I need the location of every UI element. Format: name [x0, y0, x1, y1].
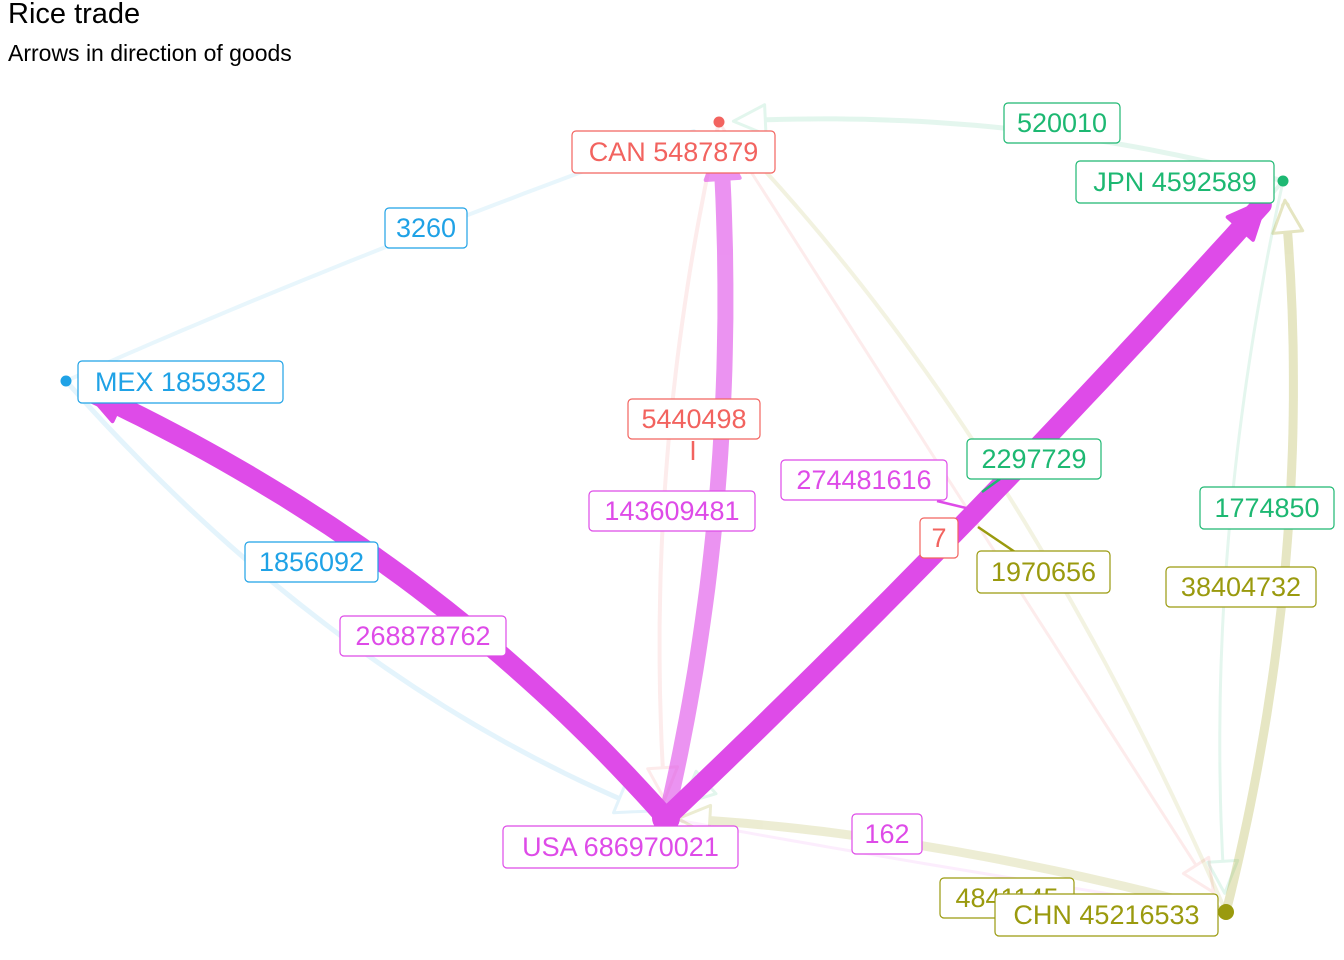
- edge-label-usa-mex: 268878762: [339, 615, 507, 657]
- edge-line: [1218, 179, 1285, 889]
- node-label-usa: USA 686970021: [502, 825, 739, 869]
- edge-label-jpn-usa: 2297729: [966, 438, 1102, 480]
- arrowhead: [1225, 198, 1268, 242]
- edge-label-usa-chn-box: [851, 813, 923, 855]
- node-dot-can: [713, 116, 725, 128]
- edge-label-chn-jpn: 38404732: [1165, 566, 1317, 608]
- edge-chn-jpn: [1221, 198, 1305, 917]
- node-dot-jpn: [1277, 175, 1289, 187]
- edge-label-can-chn-text: 7: [931, 523, 946, 553]
- edge-label-can-usa-box: [627, 398, 761, 440]
- edge-label-usa-mex-box: [339, 615, 507, 657]
- edge-label-mex-usa-box: [244, 541, 379, 583]
- edge-line: [1221, 201, 1298, 917]
- edge-usa-mex: [80, 382, 676, 828]
- edge-label-usa-chn: 162: [851, 813, 923, 855]
- chart-subtitle: Arrows in direction of goods: [8, 40, 292, 66]
- node-dot-usa: [652, 804, 680, 832]
- arrowhead: [1206, 858, 1240, 895]
- edge-label-jpn-usa-box: [966, 438, 1102, 480]
- node-label-can-box: [571, 130, 776, 174]
- node-label-chn-box: [994, 893, 1219, 937]
- edge-label-can-chn: 7: [919, 517, 959, 559]
- node-label-can-text: CAN 5487879: [589, 137, 759, 167]
- edge-label-jpn-chn-text: 1774850: [1214, 493, 1319, 523]
- node-dot-mex: [60, 375, 72, 387]
- node-label-usa-text: USA 686970021: [522, 832, 719, 862]
- edge-label-chn-jpn-box: [1165, 566, 1317, 608]
- edge-label-mex-can-text: 3260: [396, 213, 456, 243]
- edge-line: [679, 814, 1231, 917]
- edge-label-usa-can-text: 143609481: [604, 496, 739, 526]
- edge-line: [658, 139, 734, 826]
- node-label-mex-text: MEX 1859352: [95, 367, 266, 397]
- edge-label-usa-jpn-box: [780, 459, 948, 501]
- edge-label-usa-jpn-text: 274481616: [796, 465, 931, 495]
- edge-label-mex-can-box: [384, 207, 468, 249]
- edge-label-usa-can: 143609481: [588, 490, 756, 532]
- node-label-mex: MEX 1859352: [77, 360, 284, 404]
- edge-label-can-usa-text: 5440498: [641, 404, 746, 434]
- edge-mex-usa: [63, 378, 651, 815]
- edge-label-mex-usa: 1856092: [244, 541, 379, 583]
- edge-usa-can: [658, 139, 742, 826]
- arrowhead: [1181, 855, 1215, 894]
- edge-line: [656, 194, 1272, 828]
- node-label-usa-box: [502, 825, 739, 869]
- edge-line: [63, 378, 646, 812]
- edge-line: [657, 120, 721, 796]
- edge-label-usa-mex-text: 268878762: [355, 621, 490, 651]
- edge-label-mex-can: 3260: [384, 207, 468, 249]
- edge-label-chn-can-text: 1970656: [991, 557, 1096, 587]
- arrowhead: [1271, 198, 1305, 235]
- edge-label-chn-can-box: [976, 550, 1111, 594]
- edge-label-chn-jpn-text: 38404732: [1181, 572, 1301, 602]
- node-label-chn: CHN 45216533: [994, 893, 1219, 937]
- edge-label-jpn-can-box: [1003, 102, 1121, 144]
- edge-label-jpn-chn-box: [1199, 486, 1335, 530]
- node-label-mex-box: [77, 360, 284, 404]
- edge-label-jpn-can: 520010: [1003, 102, 1121, 144]
- edge-can-chn: [717, 120, 1215, 894]
- node-dot-chn: [1218, 904, 1234, 920]
- label-leader: [936, 499, 967, 510]
- label-leader: [977, 525, 1016, 554]
- node-label-chn-text: CHN 45216533: [1013, 900, 1199, 930]
- node-label-jpn: JPN 4592589: [1075, 160, 1275, 204]
- edge-usa-jpn: [656, 194, 1272, 828]
- edge-label-can-chn-box: [919, 517, 959, 559]
- node-label-can: CAN 5487879: [571, 130, 776, 174]
- edge-label-chn-can: 1970656: [976, 550, 1111, 594]
- node-label-jpn-box: [1075, 160, 1275, 204]
- chart-title: Rice trade: [8, 0, 141, 30]
- edge-label-usa-jpn: 274481616: [780, 459, 948, 501]
- label-leader: [981, 477, 1001, 494]
- edge-line: [80, 382, 676, 828]
- edge-label-jpn-chn: 1774850: [1199, 486, 1335, 530]
- edge-label-usa-chn-text: 162: [864, 819, 909, 849]
- edge-label-usa-can-box: [588, 490, 756, 532]
- edge-jpn-chn: [1206, 179, 1285, 895]
- edge-label-jpn-can-text: 520010: [1017, 108, 1107, 138]
- arrowhead: [731, 103, 768, 137]
- edge-label-mex-usa-text: 1856092: [259, 547, 364, 577]
- edge-label-jpn-usa-text: 2297729: [981, 444, 1086, 474]
- edge-line: [717, 120, 1212, 889]
- node-label-jpn-text: JPN 4592589: [1093, 167, 1257, 197]
- edge-label-can-usa: 5440498: [627, 398, 761, 440]
